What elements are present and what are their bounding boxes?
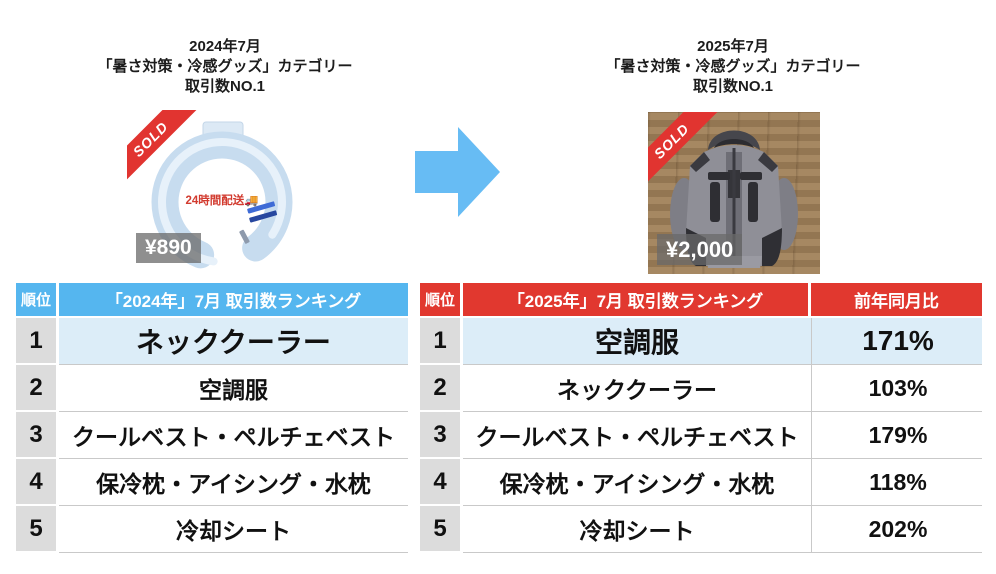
yoy-cell: 179% — [811, 412, 982, 459]
item-cell: クールベスト・ペルチェベスト — [59, 412, 408, 459]
rank-cell: 3 — [16, 412, 56, 459]
right-title-line2: 「暑さ対策・冷感グッズ」カテゴリー — [605, 58, 861, 75]
rank-cell: 4 — [16, 459, 56, 506]
table-row: 5 冷却シート 202% — [420, 506, 982, 553]
table-row: 1 ネッククーラー — [16, 318, 408, 365]
rank-header-cell: 順位 — [420, 283, 460, 316]
right-title-line1: 2025年7月 — [697, 38, 769, 55]
item-cell: 冷却シート — [463, 506, 811, 553]
rank-cell: 1 — [16, 318, 56, 365]
item-cell: 保冷枕・アイシング・水枕 — [463, 459, 811, 506]
rank-cell: 3 — [420, 412, 460, 459]
table-header-row: 順位 「2025年」7月 取引数ランキング 前年同月比 — [420, 283, 982, 316]
rank-cell: 4 — [420, 459, 460, 506]
item-cell: 空調服 — [59, 365, 408, 412]
right-product-photo: SOLD ¥2,000 — [648, 112, 820, 274]
left-product-photo: 24時間配送🚚 SOLD ¥890 — [127, 110, 311, 272]
ranking-header-cell: 「2025年」7月 取引数ランキング — [463, 283, 808, 316]
rank-cell: 1 — [420, 318, 460, 365]
item-cell: 保冷枕・アイシング・水枕 — [59, 459, 408, 506]
item-cell: クールベスト・ペルチェベスト — [463, 412, 811, 459]
rank-cell: 2 — [16, 365, 56, 412]
left-title-line2: 「暑さ対策・冷感グッズ」カテゴリー — [97, 58, 353, 75]
table-row: 5 冷却シート — [16, 506, 408, 553]
ranking-table-2024: 順位 「2024年」7月 取引数ランキング 1 ネッククーラー 2 空調服 3 … — [16, 283, 408, 553]
table-row: 4 保冷枕・アイシング・水枕 — [16, 459, 408, 506]
left-panel-title: 2024年7月 「暑さ対策・冷感グッズ」カテゴリー 取引数NO.1 — [30, 37, 420, 97]
ranking-header-cell: 「2024年」7月 取引数ランキング — [59, 283, 408, 316]
table-row: 3 クールベスト・ペルチェベスト — [16, 412, 408, 459]
table-row: 3 クールベスト・ペルチェベスト 179% — [420, 412, 982, 459]
right-panel-title: 2025年7月 「暑さ対策・冷感グッズ」カテゴリー 取引数NO.1 — [538, 37, 928, 97]
yoy-cell: 202% — [811, 506, 982, 553]
ranking-table-2025: 順位 「2025年」7月 取引数ランキング 前年同月比 1 空調服 171% 2… — [420, 283, 982, 553]
left-title-line3: 取引数NO.1 — [184, 78, 265, 95]
item-cell: ネッククーラー — [463, 365, 811, 412]
price-badge: ¥890 — [136, 232, 201, 263]
rank-cell: 2 — [420, 365, 460, 412]
table-row: 2 ネッククーラー 103% — [420, 365, 982, 412]
table-row: 2 空調服 — [16, 365, 408, 412]
table-header-row: 順位 「2024年」7月 取引数ランキング — [16, 283, 408, 316]
yoy-cell: 171% — [811, 318, 982, 365]
rank-cell: 5 — [16, 506, 56, 553]
yoy-cell: 118% — [811, 459, 982, 506]
rank-header-cell: 順位 — [16, 283, 56, 316]
price-badge: ¥2,000 — [657, 233, 743, 265]
item-cell: ネッククーラー — [59, 318, 408, 365]
left-title-line1: 2024年7月 — [189, 38, 261, 55]
shipping-note-overlay: 24時間配送🚚 — [185, 195, 259, 207]
yoy-cell: 103% — [811, 365, 982, 412]
item-cell: 冷却シート — [59, 506, 408, 553]
rank-cell: 5 — [420, 506, 460, 553]
arrow-right-icon — [415, 127, 500, 217]
yoy-header-cell: 前年同月比 — [811, 283, 982, 316]
table-row: 4 保冷枕・アイシング・水枕 118% — [420, 459, 982, 506]
right-title-line3: 取引数NO.1 — [692, 78, 773, 95]
table-row: 1 空調服 171% — [420, 318, 982, 365]
comparison-arrow — [415, 127, 500, 217]
item-cell: 空調服 — [463, 318, 811, 365]
